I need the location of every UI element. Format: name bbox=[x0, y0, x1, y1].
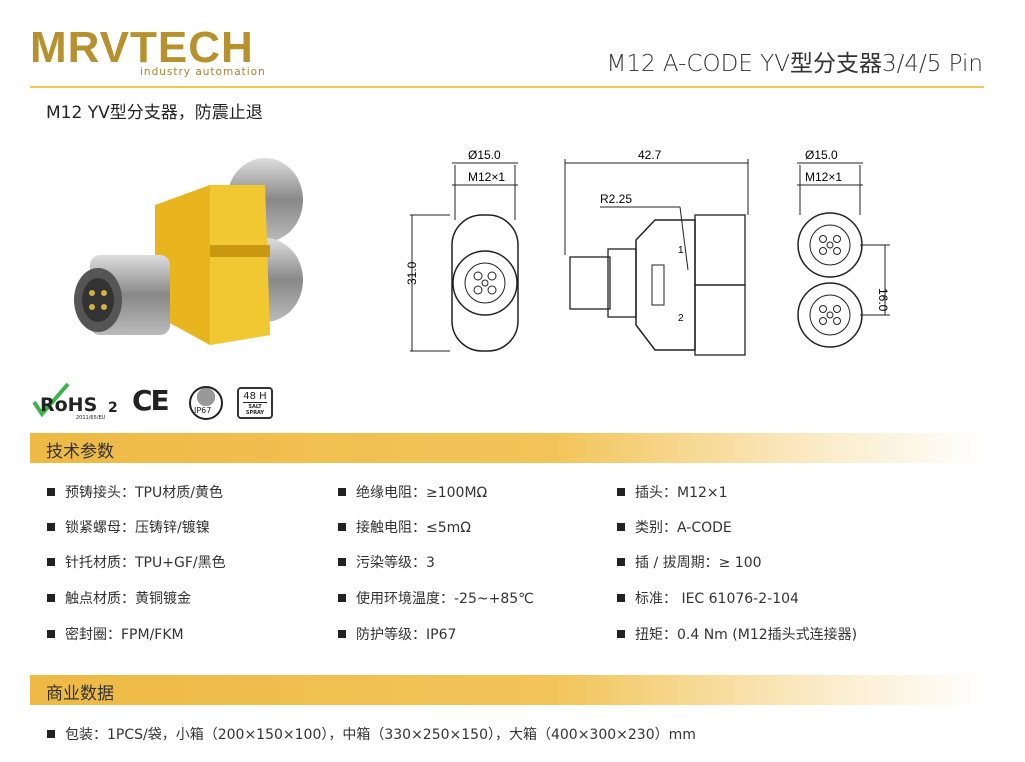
spec-item: 标准： IEC 61076-2-104 bbox=[617, 588, 799, 608]
bullet-icon bbox=[47, 558, 55, 566]
spec-text: 触点材质：黄铜镀金 bbox=[65, 591, 191, 607]
spec-item: 绝缘电阻：≥100MΩ bbox=[338, 482, 487, 502]
spec-item: 污染等级：3 bbox=[338, 552, 435, 572]
port-2-label: 2 bbox=[678, 313, 684, 324]
spec-text: 类别：A-CODE bbox=[635, 520, 732, 536]
spec-item: 使用环境温度：-25~+85℃ bbox=[338, 588, 534, 608]
bullet-icon bbox=[617, 488, 625, 496]
ce-mark: CE bbox=[132, 384, 170, 417]
front-thread: M12×1 bbox=[468, 170, 505, 184]
spec-text: 扭矩：0.4 Nm (M12插头式连接器) bbox=[635, 627, 858, 643]
side-length: 42.7 bbox=[638, 148, 662, 162]
bullet-icon bbox=[47, 594, 55, 602]
section-header-business: 商业数据 bbox=[30, 675, 984, 705]
end-dia: Ø15.0 bbox=[805, 148, 838, 162]
spec-item: 触点材质：黄铜镀金 bbox=[47, 588, 191, 608]
spec-text: 预铸接头：TPU材质/黄色 bbox=[65, 485, 223, 501]
port-1-label: 1 bbox=[678, 245, 684, 256]
spec-text: 防护等级：IP67 bbox=[356, 627, 457, 643]
spec-item: 密封圈：FPM/FKM bbox=[47, 624, 184, 644]
ip67-badge: IP67 bbox=[189, 386, 223, 420]
drawing-side-view: 42.7 R2.25 1 2 bbox=[564, 148, 749, 356]
product-subtitle: M12 YV型分支器，防震止退 bbox=[46, 103, 263, 123]
spec-text: 绝缘电阻：≥100MΩ bbox=[356, 485, 488, 501]
spec-text: 插头：M12×1 bbox=[635, 485, 728, 501]
page-title: M12 A-CODE YV型分支器3/4/5 Pin bbox=[606, 51, 984, 77]
bullet-icon bbox=[338, 630, 346, 638]
bullet-icon bbox=[338, 488, 346, 496]
spec-text: 针托材质：TPU+GF/黑色 bbox=[65, 555, 226, 571]
spec-item: 预铸接头：TPU材质/黄色 bbox=[47, 482, 223, 502]
bullet-icon bbox=[47, 523, 55, 531]
spec-item: 接触电阻：≤5mΩ bbox=[338, 517, 471, 537]
bullet-icon bbox=[338, 594, 346, 602]
bullet-icon bbox=[47, 630, 55, 638]
bullet-icon bbox=[47, 488, 55, 496]
bullet-icon bbox=[617, 630, 625, 638]
brand-tagline: industry automation bbox=[140, 66, 266, 78]
front-height: 31.0 bbox=[405, 261, 419, 285]
side-radius: R2.25 bbox=[600, 192, 632, 206]
end-pitch: 16.0 bbox=[876, 288, 890, 312]
drawing-end-view: Ø15.0 M12×1 16.0 bbox=[797, 148, 890, 348]
bullet-icon bbox=[338, 523, 346, 531]
spec-text: 标准： IEC 61076-2-104 bbox=[635, 591, 799, 607]
bullet-icon bbox=[338, 558, 346, 566]
spec-text: 密封圈：FPM/FKM bbox=[65, 627, 184, 643]
rohs-badge: RoHS 2 2011/65/EU bbox=[32, 382, 124, 422]
spec-text: 插 / 拔周期：≥ 100 bbox=[635, 555, 762, 571]
bullet-icon bbox=[617, 523, 625, 531]
bullet-icon bbox=[47, 730, 55, 738]
front-dia: Ø15.0 bbox=[468, 148, 501, 162]
salt-spray-badge: 48 H SALT SPRAY bbox=[237, 387, 273, 419]
spec-item: 类别：A-CODE bbox=[617, 517, 732, 537]
spec-item: 针托材质：TPU+GF/黑色 bbox=[47, 552, 226, 572]
spec-item: 插头：M12×1 bbox=[617, 482, 728, 502]
end-thread: M12×1 bbox=[805, 170, 842, 184]
spec-text: 锁紧螺母：压铸锌/镀镍 bbox=[65, 520, 210, 536]
spec-text: 污染等级：3 bbox=[356, 555, 435, 571]
spec-item: 防护等级：IP67 bbox=[338, 624, 456, 644]
product-photo bbox=[74, 158, 303, 345]
drawing-front-view: Ø15.0 M12×1 31.0 bbox=[405, 148, 519, 352]
spec-item: 扭矩：0.4 Nm (M12插头式连接器) bbox=[617, 624, 857, 644]
brand-logo: MRVTECH bbox=[30, 23, 254, 72]
spec-item: 锁紧螺母：压铸锌/镀镍 bbox=[47, 517, 210, 537]
section-header-tech: 技术参数 bbox=[30, 433, 984, 463]
spec-text: 使用环境温度：-25~+85℃ bbox=[356, 591, 534, 607]
header-divider bbox=[30, 86, 984, 88]
bullet-icon bbox=[617, 558, 625, 566]
spec-text: 接触电阻：≤5mΩ bbox=[356, 520, 471, 536]
bullet-icon bbox=[617, 594, 625, 602]
spec-item: 插 / 拔周期：≥ 100 bbox=[617, 552, 762, 572]
packaging-spec: 包装：1PCS/袋，小箱（200×150×100），中箱（330×250×150… bbox=[47, 724, 696, 744]
